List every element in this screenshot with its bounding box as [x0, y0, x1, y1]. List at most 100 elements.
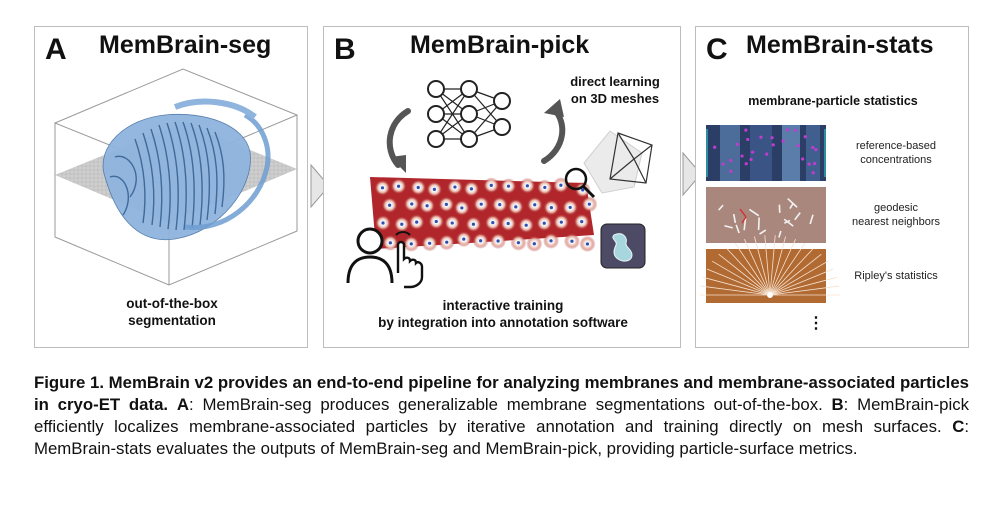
particle-dot: [811, 145, 815, 150]
panel-b-note: direct learning on 3D meshes: [560, 73, 670, 107]
caption-lead: Figure 1. MemBrain v2 provides an end-to…: [34, 373, 969, 414]
particle-dot: [746, 137, 750, 142]
particle-dot: [415, 220, 419, 224]
particle-dot: [814, 148, 818, 152]
particle-dot: [587, 202, 591, 206]
particle-dot: [416, 185, 420, 190]
neighbor-segment: [759, 229, 767, 235]
particle-dot: [771, 143, 775, 147]
mesh-icon: [583, 130, 653, 194]
neighbor-segment: [778, 230, 782, 238]
particle-dot: [409, 242, 413, 246]
ripley-ray: [769, 285, 840, 296]
ripley-ray: [711, 260, 771, 296]
cycle-arrow-icon: [541, 99, 566, 164]
panel-b-note-line2: on 3D meshes: [570, 91, 660, 106]
particle-dot: [801, 157, 805, 161]
ripley-ray: [718, 253, 771, 296]
particle-dot: [543, 185, 547, 190]
stat2-line1: geodesic: [873, 202, 919, 214]
particle-dot: [581, 188, 585, 192]
ripley-ray: [764, 235, 771, 296]
magnifier-icon: [564, 167, 596, 199]
particle-dot: [585, 242, 590, 246]
particle-dot: [533, 203, 537, 207]
caption-b-key: B: [831, 395, 844, 414]
ripley-ray: [769, 236, 786, 296]
particle-dot: [432, 187, 436, 191]
neighbor-segment: [783, 218, 794, 227]
particle-dot: [491, 221, 495, 225]
ripley-ray: [769, 253, 822, 296]
particle-dot: [803, 135, 807, 139]
particle-dot: [781, 139, 785, 143]
particle-dot: [410, 202, 414, 206]
particle-dot: [570, 239, 574, 243]
panel-b-note-line1: direct learning: [570, 74, 660, 89]
particle-dot: [388, 203, 392, 207]
flow-arrow-b-c: [682, 151, 702, 197]
stat1-line2: concentrations: [860, 154, 932, 166]
particle-dot: [400, 222, 404, 226]
particle-dot: [460, 206, 464, 210]
particle-dot: [729, 169, 733, 173]
particle-dot: [740, 154, 744, 158]
ripley-ray: [706, 268, 771, 296]
panel-c-subtitle: membrane-particle statistics: [748, 94, 918, 108]
particle-dot: [498, 203, 502, 207]
particle-dot: [751, 150, 755, 154]
panel-a-caption-line2: segmentation: [128, 313, 216, 328]
particle-dot: [811, 171, 815, 175]
neighbor-segment: [743, 217, 747, 231]
neighbor-segment: [757, 217, 760, 231]
panel-b-caption: interactive training by integration into…: [324, 297, 682, 331]
particle-dot: [785, 128, 790, 132]
particle-dot: [749, 157, 753, 162]
panel-b: B MemBrain-pick direct learning on 3D me…: [323, 26, 681, 348]
particle-dot: [713, 145, 717, 149]
particle-dot: [380, 186, 385, 190]
particle-dot: [580, 220, 584, 224]
neighbor-segment: [784, 219, 791, 224]
ripley-ray: [769, 276, 837, 296]
panel-c-letter: C: [706, 33, 728, 66]
particle-dot: [735, 142, 739, 146]
stat-label-concentration: reference-based concentrations: [836, 139, 956, 167]
particle-dot: [425, 204, 429, 208]
particle-dot: [516, 241, 521, 245]
particle-dot: [532, 242, 536, 246]
particle-dot: [549, 206, 553, 210]
panel-b-caption-line1: interactive training: [442, 298, 564, 313]
more-stats-ellipsis: ⋮: [808, 315, 824, 332]
particle-dot: [770, 136, 774, 140]
neural-network-icon: [427, 80, 511, 148]
ripley-ray: [769, 268, 834, 296]
ripley-ray: [769, 247, 814, 296]
particle-dot: [434, 219, 438, 224]
particle-dot: [514, 205, 518, 209]
particle-dot: [744, 128, 748, 132]
figure-caption: Figure 1. MemBrain v2 provides an end-to…: [34, 372, 969, 460]
ripley-ray: [744, 238, 771, 296]
panel-a-caption-line1: out-of-the-box: [126, 296, 218, 311]
stat-label-ripley: Ripley's statistics: [854, 270, 938, 282]
panel-b-title: MemBrain-pick: [410, 31, 590, 59]
concentration-tile: [706, 125, 826, 181]
particle-dot: [765, 152, 769, 156]
ripley-ray: [726, 247, 771, 296]
particle-dot: [807, 162, 811, 166]
neighbor-segment: [724, 225, 733, 229]
panel-b-letter: B: [334, 33, 356, 66]
ripley-tile: [700, 235, 840, 303]
caption-c-text: : MemBrain-stats evaluates the outputs o…: [34, 417, 969, 458]
panel-a-letter: A: [45, 33, 67, 66]
membrane-segmentation-illustration: [53, 68, 299, 286]
cycle-arrow-icon: [386, 108, 411, 173]
particle-dot: [428, 241, 432, 245]
particle-dot: [542, 221, 546, 225]
particle-dot: [794, 128, 798, 132]
particle-dot: [381, 221, 385, 225]
particle-dot: [462, 237, 466, 241]
particle-dot: [469, 187, 474, 191]
ripley-ray: [769, 238, 796, 296]
